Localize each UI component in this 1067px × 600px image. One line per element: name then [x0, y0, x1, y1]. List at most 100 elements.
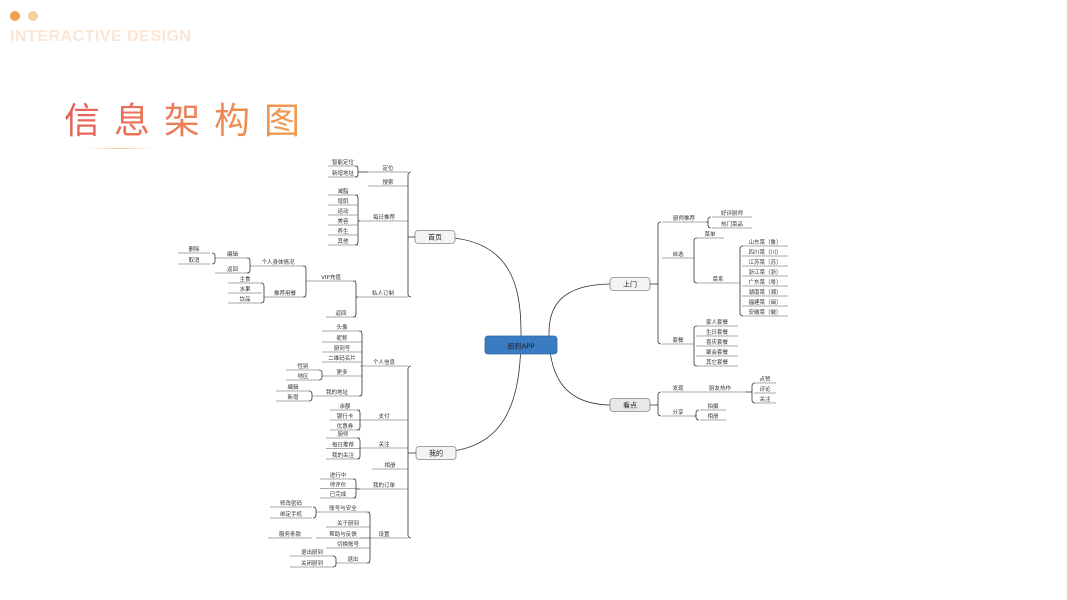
node-label: VIP充值	[321, 273, 341, 281]
node-label: 运动	[337, 207, 349, 215]
node-label: 厨师推荐	[673, 214, 696, 222]
node-label: 退出	[347, 555, 358, 563]
node-label: 更多	[336, 368, 348, 376]
node-visit-label: 上门	[623, 279, 637, 288]
node-label: 服务条款	[279, 530, 302, 538]
node-label: 厨师	[337, 430, 349, 438]
node-label: 好评厨师	[721, 209, 744, 217]
node-label: 新增	[287, 393, 298, 401]
node-label: 其他	[337, 237, 349, 245]
branch-connector	[318, 369, 323, 381]
node-label: 关注	[378, 440, 390, 448]
node-label: 我的地址	[326, 388, 349, 396]
branch-connector	[657, 391, 662, 417]
node-label: 四川菜（川）	[748, 248, 781, 256]
node-label: 关注	[759, 395, 771, 403]
node-label: 推荐用餐	[274, 289, 297, 297]
branch-connector	[354, 165, 359, 178]
node-label: 套餐	[672, 336, 684, 344]
node-label: 增肌	[337, 197, 349, 205]
branch-connector	[693, 325, 698, 367]
node-label: 地区	[297, 372, 309, 380]
branch-connector	[308, 390, 313, 402]
node-label: 定位	[382, 164, 394, 172]
node-label: 新增地址	[332, 169, 355, 177]
node-label: 水果	[239, 285, 251, 293]
node-label: 银行卡	[337, 412, 354, 420]
node-label: 性别	[297, 362, 308, 370]
node-label: 余额	[339, 402, 351, 410]
node-label: 福建菜（闽）	[748, 298, 781, 306]
root-node[interactable]: 厨到APP	[484, 335, 558, 355]
node-label: 每日推荐	[373, 213, 396, 221]
section-subtitle: INTERACTIVE DESIGN	[10, 28, 192, 45]
node-label: 关闭厨到	[301, 559, 323, 567]
node-home[interactable]: 首页	[414, 230, 456, 244]
node-mine-label: 我的	[429, 448, 443, 457]
node-label: 私人订制	[372, 289, 395, 297]
node-label: 评论	[759, 385, 771, 393]
node-label: 进行中	[330, 471, 347, 479]
node-label: 修改密码	[280, 499, 303, 507]
node-label: 浙江菜（浙）	[748, 268, 781, 276]
branch-connector	[739, 245, 744, 317]
node-label: 生日套餐	[706, 328, 729, 336]
node-view[interactable]: 看点	[609, 398, 651, 412]
branch-connector	[707, 216, 712, 229]
node-label: 头像	[336, 323, 348, 331]
node-label: 返回	[227, 266, 239, 273]
branch-connector	[693, 237, 698, 284]
branch-connector	[407, 365, 412, 539]
node-label: 广东菜（粤）	[748, 278, 781, 286]
node-label: 编辑	[287, 383, 299, 391]
node-label: 相册	[707, 412, 719, 420]
node-label: 返回	[335, 310, 347, 317]
branch-connector	[332, 555, 337, 568]
branch-connector	[246, 257, 251, 274]
node-label: 个人身体情况	[261, 258, 295, 266]
decor-dot-peach	[28, 11, 38, 21]
node-label: 拍摄	[707, 402, 719, 410]
branch-connector	[751, 382, 756, 404]
root-connector	[436, 236, 522, 334]
branch-connector	[312, 506, 317, 519]
branch-connector	[358, 330, 363, 397]
root-connector	[548, 332, 613, 406]
node-label: 切换账号	[337, 540, 360, 548]
node-label: 美容	[337, 217, 349, 225]
node-label: 优惠券	[337, 422, 354, 430]
node-label: 点赞	[759, 375, 771, 383]
node-visit[interactable]: 上门	[609, 277, 651, 291]
node-label: 搜索	[382, 178, 394, 186]
node-label: 山东菜（鲁）	[748, 238, 781, 246]
node-label: 分享	[672, 408, 684, 416]
node-label: 自选	[672, 250, 684, 258]
branch-connector	[695, 409, 700, 421]
node-mine[interactable]: 我的	[415, 446, 457, 460]
node-label: 关于厨到	[337, 519, 359, 527]
node-label: 待评价	[330, 481, 347, 489]
node-label: 厨到号	[334, 345, 351, 352]
node-label: 喜庆套餐	[706, 338, 729, 346]
branch-connector	[352, 280, 357, 318]
node-label: 支付	[378, 412, 390, 420]
branch-connector	[657, 221, 662, 345]
node-label: 我的订单	[373, 481, 396, 489]
node-view-label: 看点	[623, 401, 637, 409]
node-label: 每日推荐	[332, 441, 355, 449]
node-label: 已完成	[330, 490, 347, 498]
node-label: 其它套餐	[706, 358, 729, 366]
branch-connector	[407, 171, 412, 298]
root-connector	[548, 283, 613, 334]
node-label: 厨友热作	[709, 384, 732, 392]
node-label: 湖南菜（湘）	[748, 288, 781, 296]
node-label: 删除	[188, 245, 200, 253]
node-label: 相册	[384, 461, 396, 469]
node-label: 安徽菜（徽）	[748, 308, 781, 316]
node-label: 减脂	[337, 187, 349, 195]
node-label: 热门菜品	[721, 220, 744, 228]
node-label: 我的关注	[332, 451, 355, 459]
node-label: 绑定手机	[280, 510, 303, 518]
node-label: 养生	[337, 227, 349, 235]
node-label: 账号与安全	[329, 504, 357, 512]
